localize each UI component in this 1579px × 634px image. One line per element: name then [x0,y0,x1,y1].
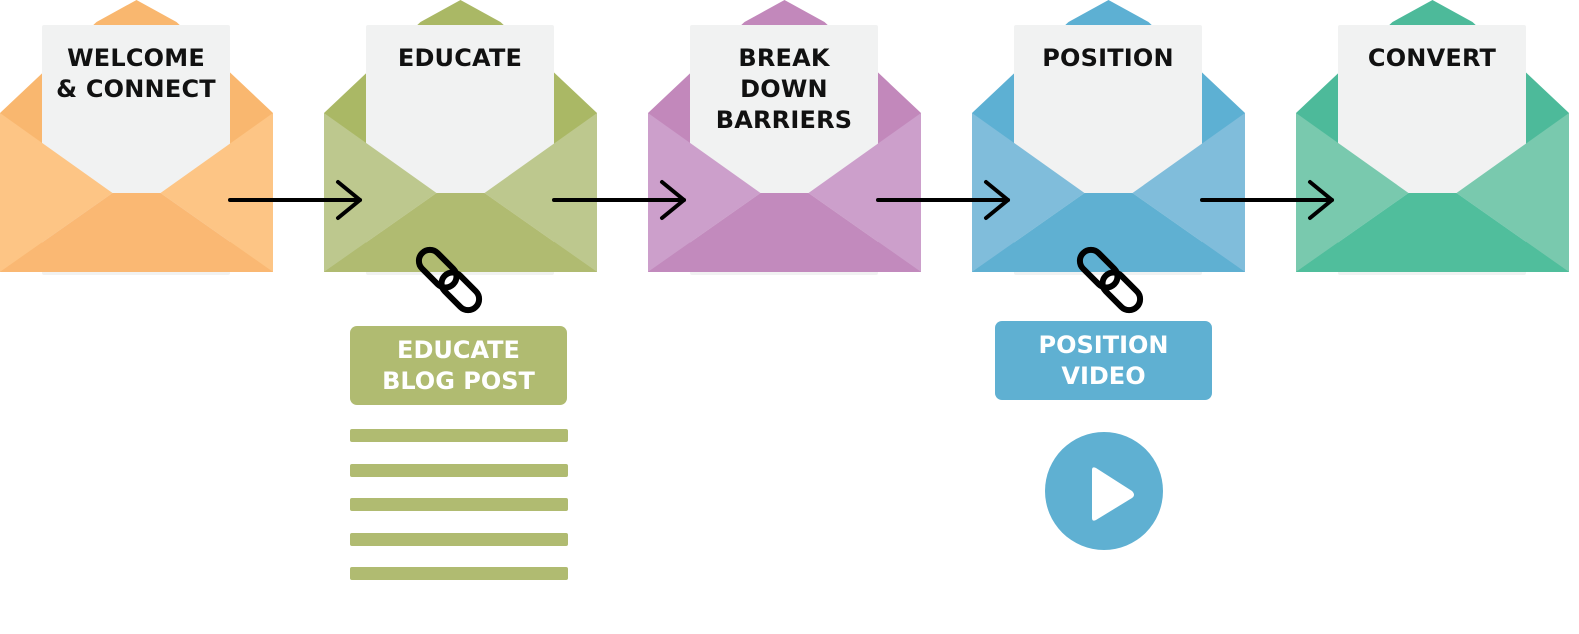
blog-text-line [350,532,568,546]
envelope-right-flap [484,113,597,272]
position-video-label: POSITION VIDEO [1038,330,1169,390]
envelope-right-flap [808,113,921,272]
blog-text-line [350,463,568,477]
educate-blog-post-label: EDUCATE BLOG POST [382,335,535,395]
step-label-convert: CONVERT [1367,44,1497,72]
envelope-bottom-flap [0,193,273,272]
envelope-left-flap [0,113,113,272]
step-label-barriers: BREAK DOWN BARRIERS [715,44,853,134]
envelope-educate [324,0,597,275]
envelope-left-flap [324,113,437,272]
envelope-right-flap [160,113,273,272]
educate-blog-post-callout: EDUCATE BLOG POST [350,326,567,405]
envelope-position [972,0,1245,275]
envelope-right-flap [1132,113,1245,272]
blog-text-line [350,429,568,442]
step-label-position: POSITION [1042,44,1174,72]
envelope-bottom-flap [972,193,1245,272]
step-label-welcome: WELCOME & CONNECT [56,44,216,103]
envelope-convert [1296,0,1569,275]
envelope-left-flap [1296,113,1409,272]
play-icon[interactable] [1045,432,1163,550]
step-label-educate: EDUCATE [397,44,523,72]
arrow-right-icon [876,180,1010,220]
envelope-barriers [648,0,921,275]
envelope-right-flap [1456,113,1569,272]
envelope-left-flap [648,113,761,272]
envelope-left-flap [972,113,1085,272]
chain-link-icon [1076,246,1144,314]
blog-text-line [350,567,568,580]
blog-text-line [350,498,568,511]
arrow-right-icon [228,180,362,220]
position-video-callout: POSITION VIDEO [995,321,1212,400]
arrow-right-icon [1200,180,1334,220]
envelope-welcome [0,0,273,275]
envelope-bottom-flap [1296,193,1569,272]
envelope-bottom-flap [324,193,597,272]
envelope-bottom-flap [648,193,921,272]
arrow-right-icon [552,180,686,220]
